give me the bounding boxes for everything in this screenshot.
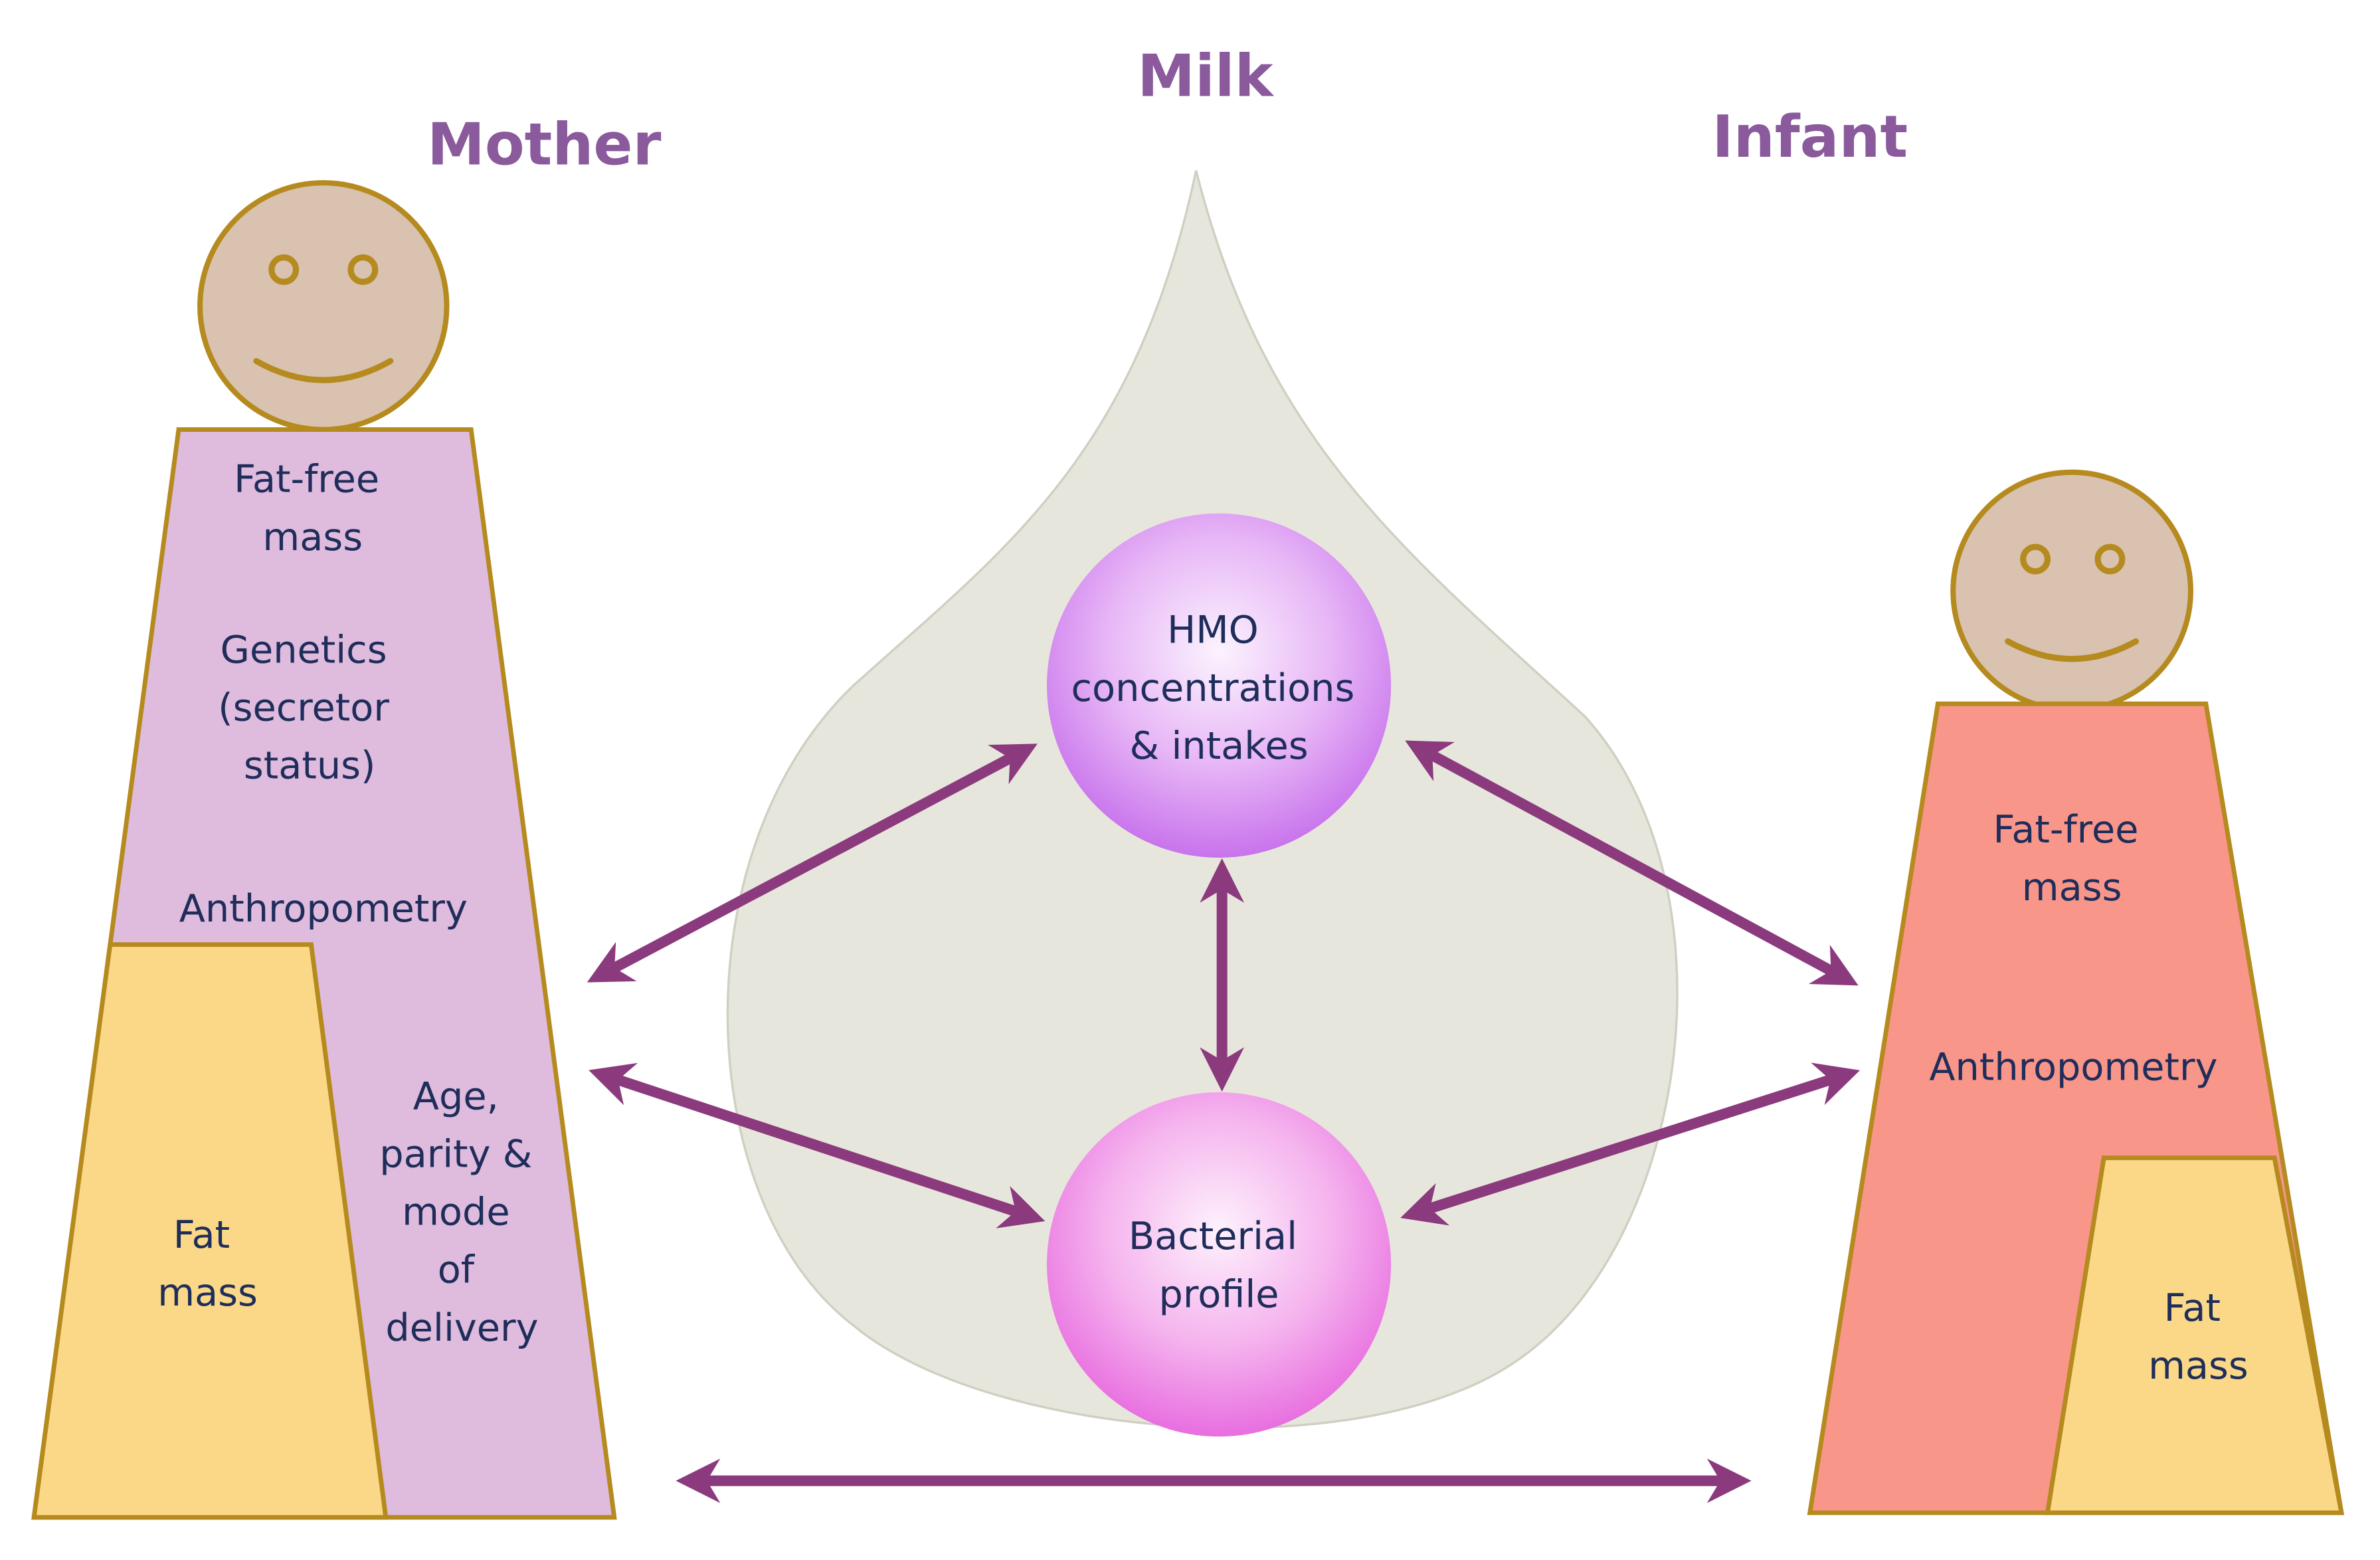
infant-fat-mass-label: Fat mass [2148, 1286, 2248, 1388]
infant-left-eye [2020, 543, 2051, 575]
hmo-label: HMO concentrations & intakes [1071, 608, 1367, 768]
mother-heading: Mother [427, 111, 661, 179]
bacterial-profile-label: Bacterial profile [1129, 1214, 1309, 1316]
bacterial-profile-circle [1046, 1092, 1392, 1437]
mother-left-eye [268, 254, 300, 285]
hmo-circle [1046, 513, 1392, 858]
infant-heading: Infant [1712, 103, 1908, 171]
mother-anthropometry-label: Anthropometry [179, 886, 468, 931]
mother-smile [253, 357, 394, 383]
arrow-hmo-infant [1405, 740, 1859, 986]
infant-fat-mass-block [2045, 1155, 2345, 1515]
infant-face-icon [1950, 469, 2193, 713]
mother-age-parity-delivery-label: Age, parity & mode of delivery [379, 1074, 545, 1350]
infant-right-eye [2094, 543, 2126, 575]
mother-fat-mass-block [31, 942, 389, 1520]
mother-fat-mass-label: Fat mass [157, 1213, 258, 1315]
mother-right-eye [347, 254, 379, 285]
mother-face-icon [197, 180, 450, 433]
milk-heading: Milk [1137, 42, 1274, 110]
infant-smile [2005, 638, 2140, 662]
infant-anthropometry-label: Anthropometry [1929, 1045, 2217, 1090]
arrow-mother-bacterial [589, 1062, 1046, 1228]
mother-genetics-label: Genetics (secretor status) [218, 627, 401, 787]
mother-fat-free-mass-label: Fat-free mass [234, 457, 391, 559]
arrows [587, 740, 1861, 1504]
arrow-mother-hmo [587, 743, 1038, 983]
arrow-bacterial-infant [1400, 1062, 1861, 1226]
infant-fat-free-mass-label: Fat-free mass [1993, 807, 2151, 910]
